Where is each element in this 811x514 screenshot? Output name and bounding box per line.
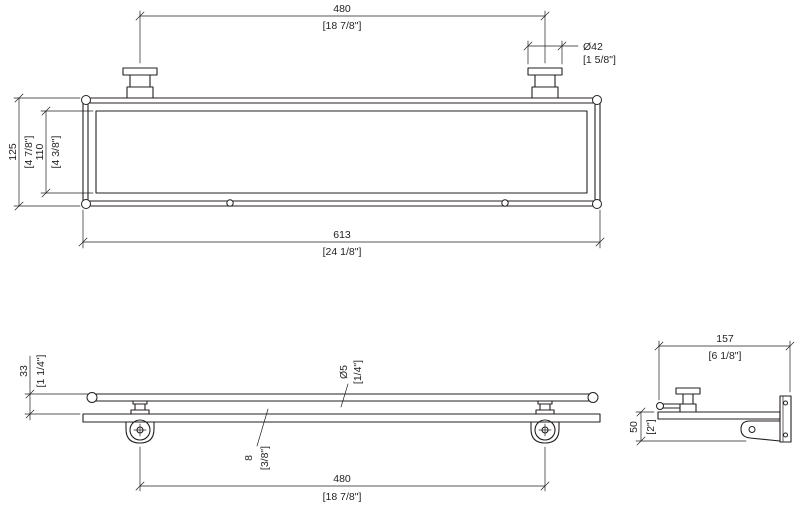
- side-post-knob: [675, 387, 701, 413]
- left-bracket: [125, 419, 155, 444]
- dim-42-mm: Ø42: [583, 41, 603, 53]
- dim-125-lines: [13, 93, 81, 211]
- dim-157-mm: 157: [716, 333, 734, 345]
- dim-480-top-mm: 480: [333, 3, 351, 15]
- corner-ball: [81, 199, 91, 209]
- dim-110-lines: [40, 106, 94, 198]
- dim-125-inch: [4 7/8"]: [23, 135, 35, 168]
- dim-50-lines: [635, 407, 747, 446]
- gallery-rail: [95, 393, 590, 402]
- dim-42-inch: [1 5/8"]: [583, 54, 616, 66]
- dim-50-inch: [2"]: [645, 419, 657, 434]
- dim-8-mm: 8: [243, 455, 255, 461]
- bracket-arm: [740, 420, 781, 442]
- dim-613-lines: [78, 209, 605, 249]
- glass-shelf-side: [657, 411, 781, 420]
- dim-110-inch: [4 3/8"]: [50, 135, 62, 168]
- side-rail-ball: [656, 402, 664, 410]
- rail-end-ball: [86, 392, 98, 403]
- dim-42-lines: [523, 40, 579, 65]
- dim-5-mm: Ø5: [338, 365, 350, 379]
- top-view: 480 [18 7/8"] Ø42 [1 5/8"] 125 [4 7/8"] …: [7, 3, 616, 258]
- dim-613-inch: [24 1/8"]: [323, 246, 362, 258]
- dim-480-bottom-inch: [18 7/8"]: [323, 491, 362, 503]
- dim-613-mm: 613: [333, 229, 351, 241]
- dim-157-lines: [654, 340, 795, 401]
- corner-ball: [592, 95, 602, 105]
- wall-plate-screw: [783, 432, 788, 438]
- dim-157-inch: [6 1/8"]: [709, 350, 742, 362]
- right-rail-post: [535, 400, 555, 415]
- dim-50-mm: 50: [628, 421, 640, 433]
- side-rail-stub: [661, 403, 681, 409]
- rail-screw: [501, 199, 509, 207]
- right-post-knob: [527, 67, 563, 99]
- dim-33-inch: [1 1/4"]: [35, 354, 47, 387]
- left-rail-post: [130, 400, 150, 415]
- corner-ball: [81, 95, 91, 105]
- rail-inner-frame: [87, 102, 596, 202]
- dim-8-leader: [256, 408, 269, 447]
- dim-8-inch: [3/8"]: [259, 446, 271, 470]
- dim-480-top-lines: [135, 10, 550, 64]
- side-view: 157 [6 1/8"] 50 [2"]: [628, 333, 795, 446]
- left-post-knob: [122, 67, 158, 99]
- glass-panel-plan: [95, 110, 588, 194]
- dim-125-mm: 125: [7, 143, 19, 161]
- rail-screw: [226, 199, 234, 207]
- rail-end-ball: [587, 392, 599, 403]
- front-view: 33 [1 1/4"] Ø5 [1/4"] 8 [3/8"] 480 [18 7…: [18, 354, 601, 503]
- glass-shelf-front: [82, 413, 601, 423]
- corner-ball: [592, 199, 602, 209]
- dim-5-leader: [340, 383, 349, 408]
- dim-480-top-inch: [18 7/8"]: [323, 20, 362, 32]
- dim-110-mm: 110: [34, 143, 46, 160]
- dim-480-bottom-mm: 480: [333, 473, 351, 485]
- dim-480-bottom-lines: [135, 446, 550, 492]
- dim-33-lines: [24, 355, 89, 421]
- dim-5-inch: [1/4"]: [352, 360, 364, 384]
- dim-33-mm: 33: [18, 365, 30, 377]
- rail-outer-frame: [82, 97, 601, 207]
- bracket-arm-screw: [748, 426, 756, 433]
- wall-plate-screw: [783, 400, 788, 406]
- right-bracket: [530, 419, 560, 444]
